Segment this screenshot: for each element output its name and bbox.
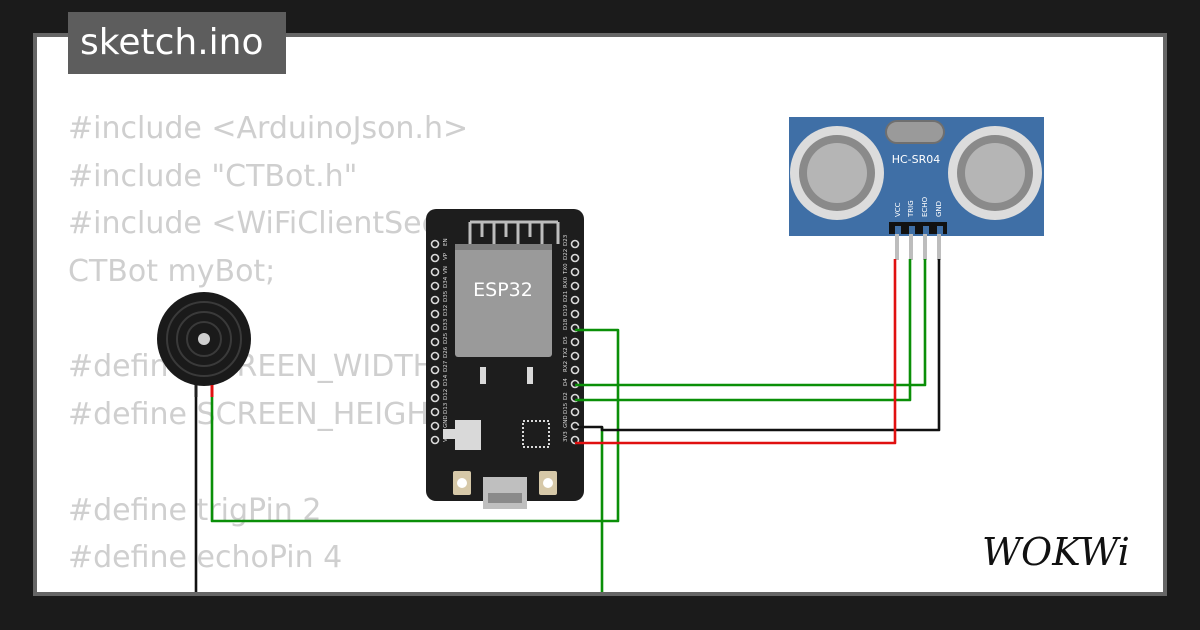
- code-line: #include "CTBot.h": [68, 158, 358, 194]
- sensor-pin-label: VCC: [894, 202, 902, 217]
- esp32-right-pins: [570, 239, 580, 445]
- wire-vcc[interactable]: [575, 259, 897, 445]
- pin-label: D25: [443, 332, 449, 344]
- pin-label: D26: [443, 346, 449, 358]
- wokwi-logo[interactable]: WOKWi: [977, 527, 1157, 581]
- pin-label: D27: [443, 360, 449, 372]
- pin-label: D23: [563, 234, 569, 246]
- pin-label: D22: [563, 249, 569, 260]
- code-line: #define echoPin 4: [68, 540, 343, 576]
- pin-label: RX2: [563, 361, 569, 372]
- pin-label: GND: [443, 415, 449, 428]
- pin-label: VIN: [443, 433, 449, 443]
- code-line: #define buzzerPin 18: [68, 582, 541, 592]
- sensor-label: HC-SR04: [892, 153, 941, 166]
- pin-label: D14: [443, 374, 449, 386]
- wire-sensor-gnd[interactable]: [575, 259, 941, 432]
- pin-label: D35: [443, 290, 449, 302]
- esp32-left-pins: [430, 239, 440, 445]
- pin-label: D4: [563, 378, 569, 386]
- pin-label: D32: [443, 305, 449, 316]
- esp32-label: ESP32: [473, 279, 533, 301]
- sensor-pin-label: GND: [935, 201, 943, 217]
- simulation-canvas[interactable]: #include <ArduinoJson.h> #include "CTBot…: [37, 37, 1163, 592]
- pin-label: D18: [563, 318, 569, 330]
- wire-buzzer-signal[interactable]: [210, 328, 620, 523]
- wires: [194, 259, 941, 592]
- esp32-board[interactable]: ESP32 EN VP VN D34 D35 D32 D33 D25 D26 D…: [426, 209, 584, 509]
- sensor-pin-label: ECHO: [921, 196, 929, 217]
- pin-label: D15: [563, 402, 569, 414]
- file-tab[interactable]: sketch.ino: [68, 12, 286, 74]
- pin-label: D5: [563, 336, 569, 344]
- pin-label: VP: [443, 252, 449, 260]
- code-line: CTBot myBot;: [68, 254, 276, 290]
- pin-label: D34: [443, 276, 449, 288]
- pin-label: D12: [443, 389, 449, 400]
- pin-label: RX0: [563, 276, 569, 288]
- sensor-pin-label: TRIG: [907, 200, 915, 218]
- pin-label: GND: [563, 415, 569, 428]
- pin-label: TX2: [563, 347, 569, 359]
- code-line: #include <ArduinoJson.h>: [68, 111, 469, 146]
- pin-label: D13: [443, 402, 449, 414]
- pin-label: TX0: [563, 263, 569, 275]
- code-line: #define SCREEN_HEIGHT: [68, 397, 448, 433]
- pin-label: EN: [443, 238, 449, 246]
- wire-echo[interactable]: [575, 259, 927, 387]
- buzzer[interactable]: [157, 292, 251, 397]
- pin-label: D2: [563, 392, 569, 400]
- wire-trig[interactable]: [575, 259, 912, 402]
- wokwi-logo-text: WOKWi: [982, 530, 1130, 574]
- pin-label: D19: [563, 304, 569, 316]
- wokwi-logo-mark: WOKWi: [982, 530, 1130, 574]
- hc-sr04-sensor[interactable]: HC-SR04 VCC TRIG ECHO GND: [789, 117, 1044, 260]
- pin-label: VN: [443, 266, 449, 274]
- pin-label: D21: [563, 291, 569, 302]
- pin-label: 3V3: [563, 431, 569, 442]
- circuit-diagram: ESP32 EN VP VN D34 D35 D32 D33 D25 D26 D…: [157, 117, 1044, 592]
- pin-label: D33: [443, 318, 449, 330]
